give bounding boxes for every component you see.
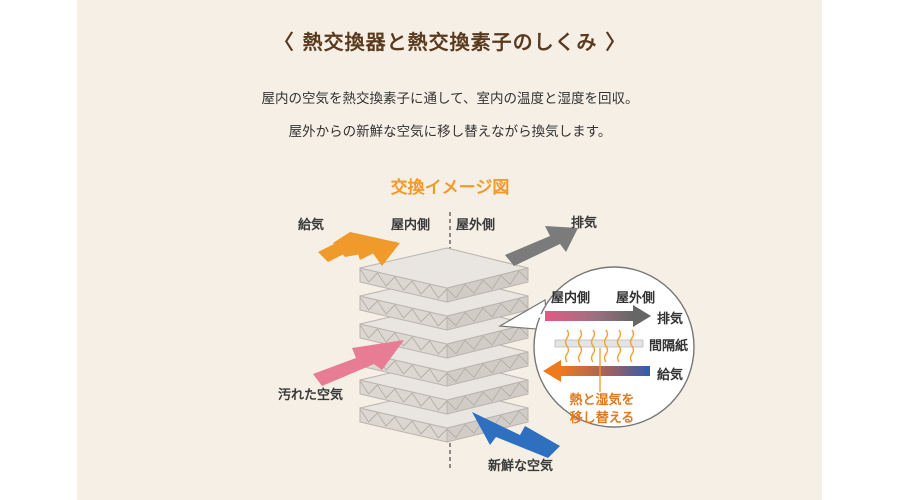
zoom-partition-label: 間隔紙 [649, 339, 689, 354]
layer-corrugation-left [359, 268, 448, 299]
exhaust-arrow [505, 226, 578, 266]
fresh-air-label: 新鮮な空気 [488, 459, 554, 474]
fresh-air-arrow [472, 412, 560, 458]
layer-corrugation-right [446, 326, 529, 355]
zoom-transfer-note: 熱と湿気を 移し替える [562, 392, 642, 428]
page-title: 〈 熱交換器と熱交換素子のしくみ 〉 [273, 30, 627, 54]
description-line-1: 屋内の空気を熱交換素子に通して、室内の温度と湿度を回収。 [261, 91, 639, 107]
zoom-supply-bar [560, 366, 650, 376]
indoor-side-label: 屋内側 [391, 218, 431, 233]
layer-corrugation-left [359, 296, 448, 327]
layer-corrugation-right [446, 270, 529, 299]
zoom-exhaust-bar [545, 311, 633, 321]
zoom-outdoor-label: 屋外側 [616, 291, 656, 306]
zoom-indoor-label: 屋内側 [551, 291, 591, 306]
transfer-wave-lines [564, 329, 635, 363]
layer-corrugation-left [359, 324, 448, 355]
layer-top-sheet [359, 247, 529, 289]
dirty-air-label: 汚れた空気 [278, 388, 344, 403]
dirty-air-arrow [313, 340, 404, 386]
zoom-note-line-1: 熱と湿気を [569, 393, 635, 408]
layer-corrugation-left [359, 408, 448, 439]
zoom-supply-arrowhead [543, 360, 561, 382]
zoom-exhaust-arrowhead [633, 305, 651, 327]
exhaust-label: 排気 [571, 216, 598, 231]
layer-corrugation-left [359, 380, 448, 411]
layer-corrugation-right [446, 382, 529, 411]
supply-label: 給気 [298, 218, 325, 233]
supply-arrow-body [333, 232, 400, 266]
zoom-note-line-2: 移し替える [569, 411, 635, 426]
outdoor-side-label: 屋外側 [456, 218, 496, 233]
diagram-title: 交換イメージ図 [390, 178, 510, 198]
layer-corrugation-right [446, 354, 529, 383]
layer-corrugation-right [446, 298, 529, 327]
zoom-supply-label: 給気 [657, 368, 684, 383]
zoom-partition-paper [554, 339, 644, 348]
zoom-exhaust-label: 排気 [657, 312, 684, 327]
description-line-2: 屋外からの新鮮な空気に移し替えながら換気します。 [288, 124, 612, 140]
